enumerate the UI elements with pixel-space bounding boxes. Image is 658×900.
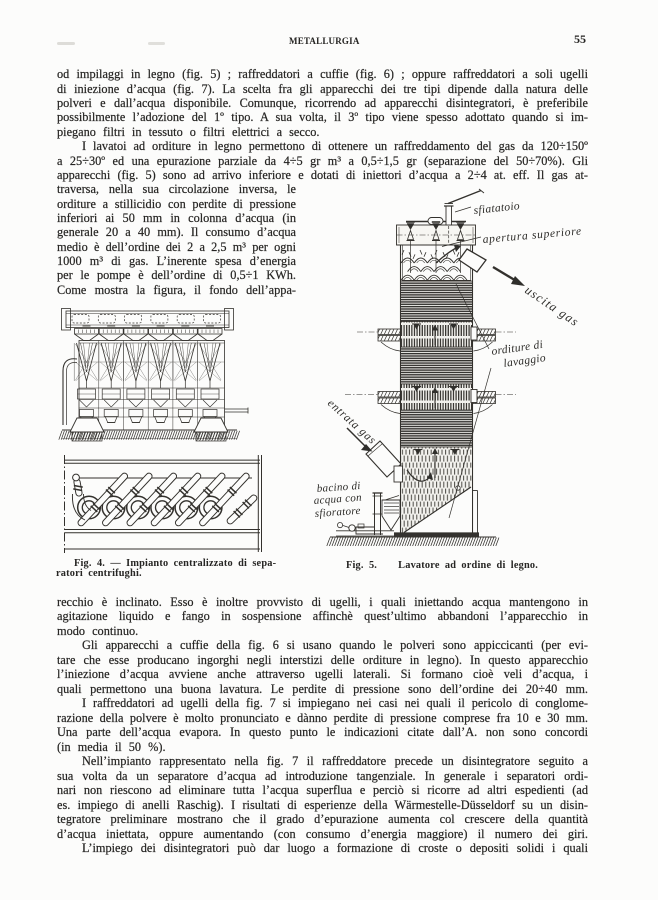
svg-text:entrata gas: entrata gas	[325, 397, 378, 447]
svg-text:bacino di: bacino di	[316, 480, 361, 495]
svg-text:apertura superiore: apertura superiore	[482, 225, 582, 246]
svg-text:lavaggio: lavaggio	[503, 352, 547, 370]
svg-text:sfiatatoio: sfiatatoio	[473, 200, 520, 217]
svg-text:acqua con: acqua con	[313, 492, 362, 507]
svg-text:uscita gas: uscita gas	[522, 283, 582, 329]
svg-text:sfioratore: sfioratore	[314, 505, 361, 520]
